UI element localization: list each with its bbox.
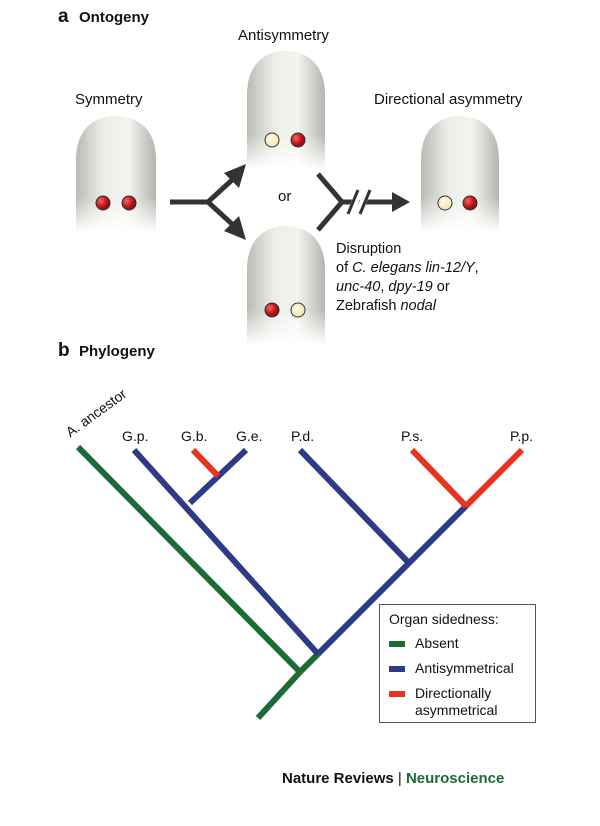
label-directional-asymmetry: Directional asymmetry <box>374 91 523 108</box>
taxon-ge: G.e. <box>236 428 263 444</box>
taxon-ps: P.s. <box>401 428 424 444</box>
worm-antisymmetry-top <box>247 51 325 170</box>
organ-left-pale <box>437 195 453 211</box>
legend-swatch-absent <box>389 641 405 647</box>
legend: Organ sidedness: Absent Antisymmetrical … <box>379 604 536 723</box>
blocked-arrow <box>316 172 395 232</box>
arrowhead-down <box>224 216 246 240</box>
organ-left-red <box>264 302 280 318</box>
arrowhead-right <box>392 192 410 212</box>
legend-swatch-directional <box>389 691 405 697</box>
arrowhead-up <box>224 164 246 188</box>
disruption-note: Disruption of C. elegans lin-12/Y, unc-4… <box>336 241 479 314</box>
organ-left-red <box>95 195 111 211</box>
panel-a-title: Ontogeny <box>79 9 149 26</box>
organ-right-red <box>290 132 306 148</box>
branch-pp <box>463 447 525 509</box>
branch-blue-stem <box>315 503 469 657</box>
taxon-pp: P.p. <box>510 428 534 444</box>
legend-swatch-antisymmetrical <box>389 666 405 672</box>
label-antisymmetry: Antisymmetry <box>238 27 329 44</box>
organ-right-pale <box>290 302 306 318</box>
branch-gb <box>190 447 221 479</box>
organ-left-pale <box>264 132 280 148</box>
branch-green-stem <box>297 651 321 675</box>
panel-a-letter: a <box>58 6 69 27</box>
phylogeny-tree <box>75 444 525 721</box>
legend-title: Organ sidedness: <box>389 611 499 627</box>
branch-root <box>255 669 303 721</box>
branch-gp <box>131 447 321 657</box>
journal-name: Nature Reviews <box>282 770 394 787</box>
taxon-pd: P.d. <box>291 428 315 444</box>
panel-b-letter: b <box>58 340 70 361</box>
journal-separator: | <box>393 770 406 787</box>
branch-ge <box>187 447 249 506</box>
journal-section: Neuroscience <box>405 770 505 787</box>
panel-b-title: Phylogeny <box>79 343 155 360</box>
branch-ancestor <box>75 444 303 675</box>
block-slash-1 <box>346 189 360 215</box>
label-symmetry: Symmetry <box>75 91 143 108</box>
taxon-gp: G.p. <box>122 428 149 444</box>
branch-ps <box>409 447 469 509</box>
branch-pd <box>297 447 411 565</box>
worm-directional <box>421 116 499 232</box>
taxon-gb: G.b. <box>181 428 208 444</box>
organ-right-red <box>462 195 478 211</box>
worm-antisymmetry-bottom <box>247 226 325 345</box>
forked-arrow <box>170 178 234 226</box>
worm-symmetry <box>76 116 156 232</box>
journal-footer: Nature Reviews | Neuroscience <box>282 770 504 787</box>
label-or: or <box>278 188 292 205</box>
organ-right-red <box>121 195 137 211</box>
block-slash-2 <box>358 189 372 215</box>
